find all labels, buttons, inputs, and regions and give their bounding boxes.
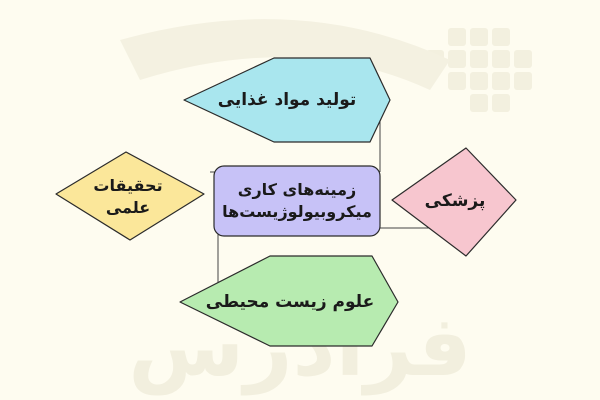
node-food-label: تولید مواد غذایی: [217, 89, 357, 110]
node-food-shape: [183, 57, 391, 143]
node-medicine-shape: [391, 147, 517, 257]
node-center-label: زمینه‌های کاری میکروبیولوژیست‌ها: [222, 180, 372, 221]
node-research-label: تحقیقات علمی: [93, 176, 163, 217]
node-medicine-label: پزشکی: [424, 190, 486, 211]
node-center-shape: [213, 165, 381, 237]
node-environment-shape: [179, 255, 399, 347]
watermark-logo: فرادرس: [120, 19, 532, 396]
node-environment-label: علوم زیست محیطی: [205, 291, 375, 312]
node-research-shape: [55, 151, 205, 241]
watermark-logo-swoosh: [120, 19, 450, 90]
